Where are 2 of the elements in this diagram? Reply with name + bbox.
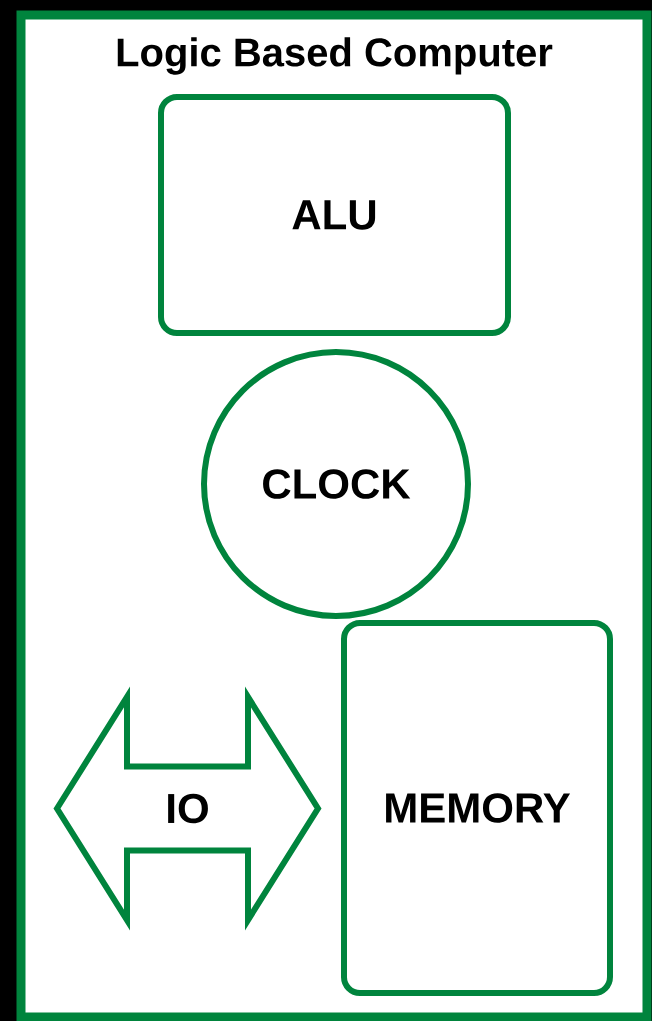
rounded-box: MEMORY	[341, 620, 613, 996]
rounded-box: ALU	[158, 94, 511, 336]
